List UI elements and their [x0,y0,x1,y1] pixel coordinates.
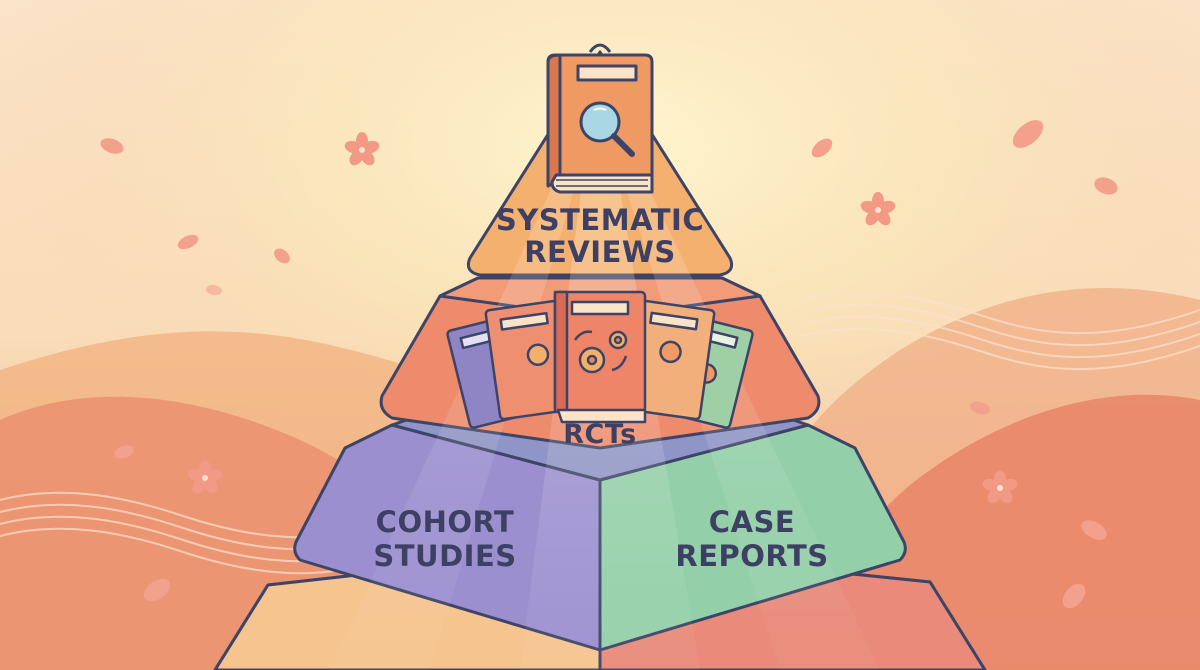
books-with-gears-icon [446,290,754,429]
rcts-label: RCTs [563,419,637,450]
book-magnifier-icon [546,53,654,194]
cohort-studies-label-line2: STUDIES [373,539,516,573]
case-reports-label-line1: CASE [709,505,795,539]
petals [100,120,1118,609]
systematic-reviews-label-line1: SYSTEMATIC [496,203,704,237]
systematic-reviews-label-line2: REVIEWS [524,235,676,269]
cohort-studies-label-line1: COHORT [376,505,515,539]
case-reports-label-line2: REPORTS [675,539,828,573]
